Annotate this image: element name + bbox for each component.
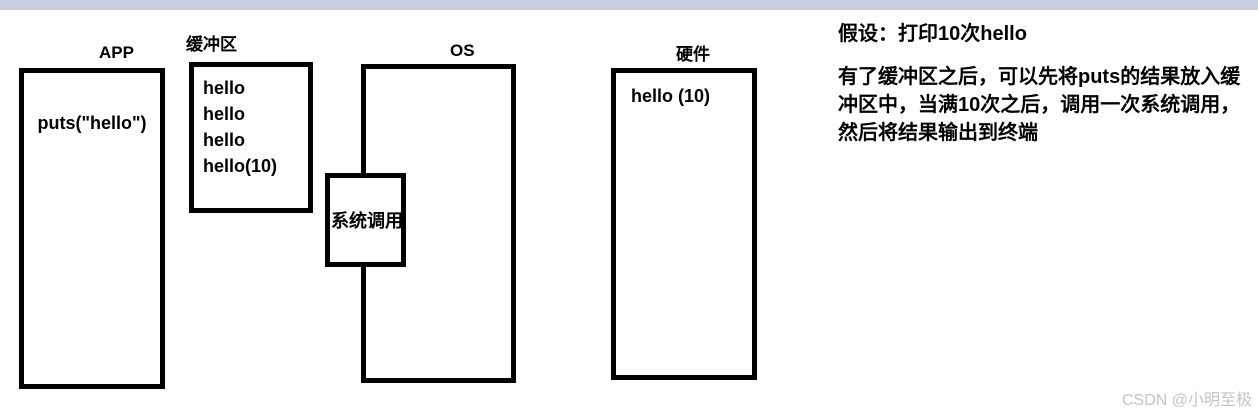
annotation-line: 有了缓冲区之后，可以先将puts的结果放入缓 xyxy=(838,66,1241,88)
annotation-title: 假设：打印10次hello xyxy=(838,23,1027,45)
hardware-box-title: 硬件 xyxy=(676,45,710,64)
buffer-line: hello(10) xyxy=(203,156,278,176)
buffer-box-title: 缓冲区 xyxy=(186,35,237,54)
app-box: puts("hello") xyxy=(19,68,165,389)
app-box-title: APP xyxy=(99,43,134,62)
watermark: CSDN @小明至极 xyxy=(1121,392,1252,409)
syscall-box-label: 系统调用 xyxy=(331,211,403,231)
hardware-box-content: hello (10) xyxy=(631,86,711,106)
top-window-strip xyxy=(0,0,1258,10)
buffer-line: hello xyxy=(203,130,246,150)
os-box-title: OS xyxy=(450,41,475,60)
buffer-line: hello xyxy=(203,104,246,124)
buffer-box: hello hello hello hello(10) xyxy=(189,62,313,213)
buffer-line: hello xyxy=(203,78,246,98)
app-box-content: puts("hello") xyxy=(37,113,147,133)
syscall-box: 系统调用 xyxy=(325,173,406,267)
hardware-box: hello (10) xyxy=(611,68,757,380)
annotation-line: 冲区中，当满10次之后，调用一次系统调用， xyxy=(838,94,1241,116)
annotation-block: 假设：打印10次hello 有了缓冲区之后，可以先将puts的结果放入缓 冲区中… xyxy=(838,23,1258,147)
annotation-body: 有了缓冲区之后，可以先将puts的结果放入缓 冲区中，当满10次之后，调用一次系… xyxy=(838,63,1258,147)
annotation-line: 然后将结果输出到终端 xyxy=(838,122,1038,144)
buffer-box-content: hello hello hello hello(10) xyxy=(194,67,308,179)
